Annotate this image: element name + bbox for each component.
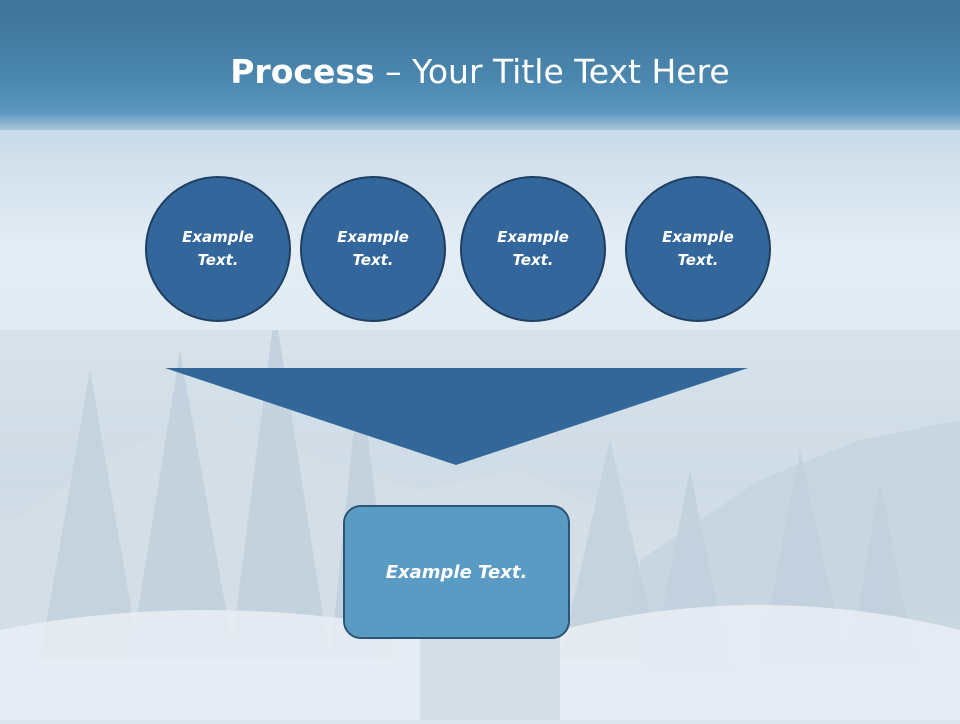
step-circle-1[interactable]: Example Text. (145, 176, 291, 322)
snowy-forest (0, 310, 960, 720)
result-label: Example Text. (385, 561, 528, 583)
step-label-2: Example Text. (337, 228, 409, 269)
step-label-3: Example Text. (497, 228, 569, 269)
slide-title: Process – Your Title Text Here (0, 52, 960, 91)
step-label-1: Example Text. (182, 228, 254, 269)
title-bold: Process (230, 52, 375, 91)
title-band (0, 0, 960, 140)
result-box[interactable]: Example Text. (343, 505, 570, 639)
step-circle-2[interactable]: Example Text. (300, 176, 446, 322)
funnel-arrow (165, 368, 748, 465)
step-circle-3[interactable]: Example Text. (460, 176, 606, 322)
step-label-4: Example Text. (662, 228, 734, 269)
title-rest: – Your Title Text Here (374, 52, 730, 91)
step-circle-4[interactable]: Example Text. (625, 176, 771, 322)
snowy-trees-illustration (0, 310, 960, 720)
